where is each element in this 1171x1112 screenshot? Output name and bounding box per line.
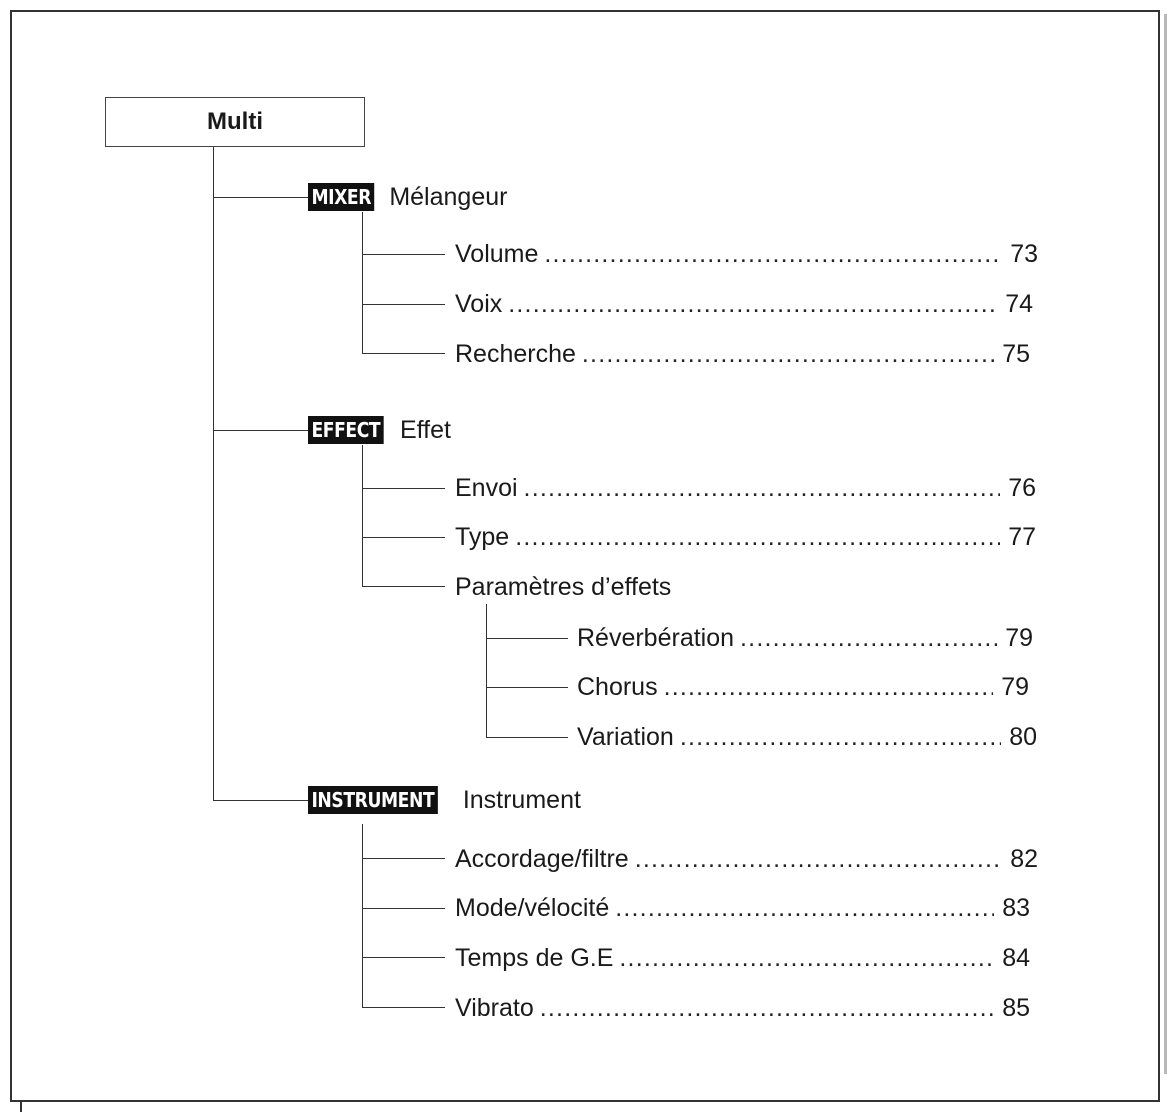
entry-label: Paramètres d’effets [455, 573, 672, 601]
dot-leader [582, 338, 994, 370]
page-number: 84 [1002, 944, 1030, 972]
page-number: 82 [1010, 845, 1038, 873]
entry-label: Chorus [577, 673, 658, 701]
entry-parametres-effets: Paramètres d’effets [455, 571, 855, 603]
entry-recherche: Recherche 75 [455, 338, 1030, 370]
dot-leader [615, 892, 994, 924]
section-instrument: INSTRUMENT Instrument [308, 784, 581, 816]
dot-leader [524, 472, 1001, 504]
dot-leader [619, 942, 994, 974]
mixer-branch-volume [362, 254, 445, 255]
params-tree-line [486, 604, 487, 738]
entry-volume: Volume 73 [455, 238, 1038, 270]
entry-label: Voix [455, 290, 503, 318]
trunk-line [213, 147, 214, 800]
page-number: 85 [1002, 994, 1030, 1022]
branch-instrument [213, 800, 308, 801]
page-number: 79 [1001, 673, 1029, 701]
entry-label: Vibrato [455, 994, 534, 1022]
entry-label: Volume [455, 240, 539, 268]
mixer-branch-voix [362, 304, 445, 305]
instrument-tree-line [362, 824, 363, 1008]
entry-label: Mode/vélocité [455, 894, 610, 922]
page-frame [10, 10, 1160, 1102]
section-name-melangeur: Mélangeur [389, 182, 508, 211]
effect-branch-envoi [362, 488, 445, 489]
page-number: 80 [1009, 723, 1037, 751]
dot-leader [635, 843, 1002, 875]
dot-leader [740, 622, 997, 654]
effect-tree-line [362, 445, 363, 587]
page-number: 77 [1008, 523, 1036, 551]
dot-leader [540, 992, 994, 1024]
root-node-multi: Multi [105, 97, 365, 147]
dot-leader [664, 671, 994, 703]
root-node-label: Multi [207, 108, 263, 135]
instrument-branch-accordage [362, 858, 445, 859]
mixer-tree-line [362, 212, 363, 354]
section-effect: EFFECT Effet [308, 414, 451, 446]
section-name-instrument: Instrument [462, 785, 581, 814]
entry-voix: Voix 74 [455, 288, 1033, 320]
instrument-branch-mode [362, 908, 445, 909]
instrument-branch-vibrato [362, 1007, 445, 1008]
dot-leader [544, 238, 1002, 270]
entry-label: Variation [577, 723, 674, 751]
entry-mode-velocite: Mode/vélocité 83 [455, 892, 1030, 924]
instrument-badge: INSTRUMENT [308, 786, 438, 814]
entry-variation: Variation 80 [577, 721, 1037, 753]
page-number: 79 [1005, 624, 1033, 652]
entry-envoi: Envoi 76 [455, 472, 1036, 504]
page-number: 74 [1005, 290, 1033, 318]
section-name-effet: Effet [399, 415, 451, 444]
entry-label: Temps de G.E [455, 944, 614, 972]
entry-label: Réverbération [577, 624, 735, 652]
entry-reverberation: Réverbération 79 [577, 622, 1033, 654]
entry-vibrato: Vibrato 85 [455, 992, 1030, 1024]
params-branch-variation [486, 737, 568, 738]
entry-label: Accordage/filtre [455, 845, 629, 873]
branch-mixer [213, 197, 308, 198]
entry-type: Type 77 [455, 521, 1036, 553]
page-number: 83 [1002, 894, 1030, 922]
section-mixer: MIXER Mélangeur [308, 181, 507, 213]
page-edge [1164, 14, 1167, 1074]
page-edge-mark [20, 1100, 22, 1112]
entry-accordage-filtre: Accordage/filtre 82 [455, 843, 1038, 875]
effect-branch-type [362, 537, 445, 538]
dot-leader [515, 521, 1000, 553]
entry-label: Recherche [455, 340, 576, 368]
mixer-branch-recherche [362, 353, 445, 354]
entry-label: Envoi [455, 474, 518, 502]
page-number: 75 [1002, 340, 1030, 368]
instrument-branch-temps [362, 957, 445, 958]
params-branch-chorus [486, 687, 568, 688]
page-number: 73 [1010, 240, 1038, 268]
dot-leader [680, 721, 1001, 753]
entry-temps-ge: Temps de G.E 84 [455, 942, 1030, 974]
entry-label: Type [455, 523, 510, 551]
dot-leader [508, 288, 997, 320]
effect-badge: EFFECT [308, 416, 384, 444]
effect-branch-parametres [362, 586, 445, 587]
mixer-badge: MIXER [308, 183, 375, 211]
entry-chorus: Chorus 79 [577, 671, 1029, 703]
params-branch-reverb [486, 638, 568, 639]
branch-effect [213, 430, 308, 431]
page-number: 76 [1008, 474, 1036, 502]
